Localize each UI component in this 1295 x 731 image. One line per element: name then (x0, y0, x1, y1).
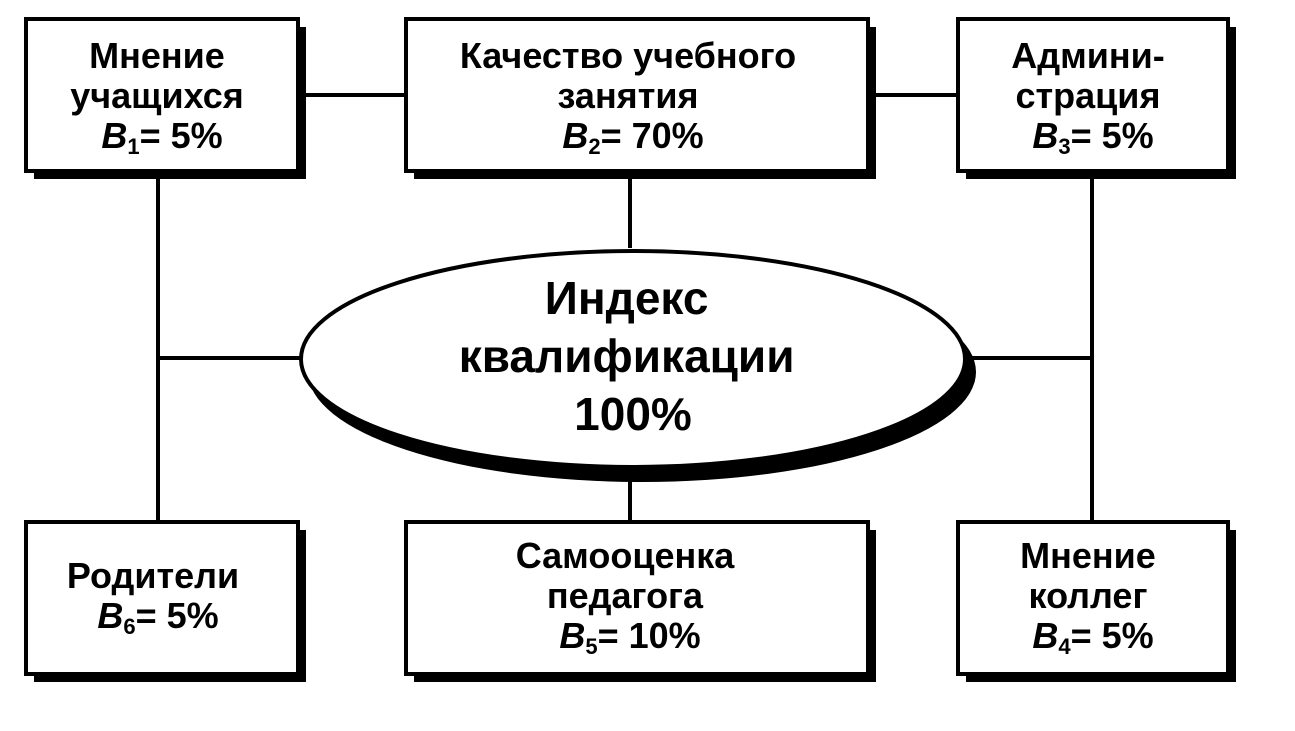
svg-text:Родители B6= 5%: Родители B6= 5% (67, 555, 249, 639)
box-administration: Админи- страция B3= 5% (956, 17, 1236, 179)
box-lesson: Качество учебного занятия B2= 70% (404, 17, 876, 179)
connectors (156, 93, 1094, 522)
box-parents: Родители B6= 5% (24, 520, 306, 682)
box-self-assessment-weight: = 10% (598, 615, 701, 656)
svg-text:Мнение коллег B4=: Мнение коллег B4= 5% (1020, 535, 1166, 659)
box-students-sub: 1 (127, 134, 139, 159)
box-parents-line-1: Родители (67, 555, 239, 596)
box-administration-sub: 3 (1058, 134, 1070, 159)
box-colleagues-var: B (1032, 615, 1058, 656)
box-colleagues-line-1: Мнение (1020, 535, 1156, 576)
svg-text:Самооценка педагога: Самооценка педагога B5= 10% (516, 535, 745, 659)
box-students-weight: = 5% (140, 115, 223, 156)
box-students-line-2: учащихся (70, 75, 244, 116)
box-administration-var: B (1032, 115, 1058, 156)
box-self-assessment-sub: 5 (585, 634, 597, 659)
box-administration-line-2: страция (1016, 75, 1161, 116)
center-line-3: 100% (574, 388, 692, 440)
box-parents-var: B (97, 595, 123, 636)
svg-text:Админи- страция B3: Админи- страция B3= 5% (1011, 35, 1175, 159)
box-colleagues-weight: = 5% (1071, 615, 1154, 656)
box-students-line-1: Мнение (89, 35, 225, 76)
box-parents-sub: 6 (123, 614, 135, 639)
svg-text:Качество учебного заняти: Качество учебного занятия B2= 70% (460, 35, 806, 159)
box-lesson-weight: = 70% (601, 115, 704, 156)
box-lesson-line-2: занятия (558, 75, 699, 116)
box-lesson-line-1: Качество учебного (460, 35, 796, 76)
box-self-assessment-line-1: Самооценка (516, 535, 736, 576)
box-lesson-sub: 2 (588, 134, 600, 159)
box-colleagues-line-2: коллег (1029, 575, 1148, 616)
box-administration-line-1: Админи- (1011, 35, 1164, 76)
box-colleagues-sub: 4 (1058, 634, 1071, 659)
box-colleagues: Мнение коллег B4= 5% (956, 520, 1236, 682)
box-lesson-var: B (562, 115, 588, 156)
center-line-2: квалификации (459, 330, 795, 382)
svg-text:Мнение учащихся B1: Мнение учащихся B1= 5% (70, 35, 254, 159)
box-self-assessment-line-2: педагога (547, 575, 704, 616)
box-parents-weight: = 5% (136, 595, 219, 636)
box-students-var: B (101, 115, 127, 156)
center-ellipse: Индекс квалификации 100% (299, 249, 976, 482)
svg-text:Индекс квалификации: Индекс квалификации 100% (459, 272, 808, 440)
box-administration-weight: = 5% (1071, 115, 1154, 156)
box-students: Мнение учащихся B1= 5% (24, 17, 306, 179)
box-self-assessment-var: B (559, 615, 585, 656)
center-line-1: Индекс (545, 272, 709, 324)
box-self-assessment: Самооценка педагога B5= 10% (404, 520, 876, 682)
